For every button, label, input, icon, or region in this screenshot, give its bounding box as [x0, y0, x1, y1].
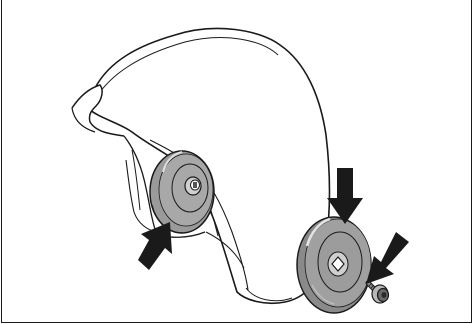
wheel-hub-icon [150, 151, 214, 233]
bolt-icon [368, 283, 389, 303]
arrow-to-hub [138, 222, 172, 270]
arrow-down-to-disc [327, 168, 363, 224]
loose-disc-icon [297, 217, 371, 313]
arrow-to-bolt [366, 232, 409, 284]
